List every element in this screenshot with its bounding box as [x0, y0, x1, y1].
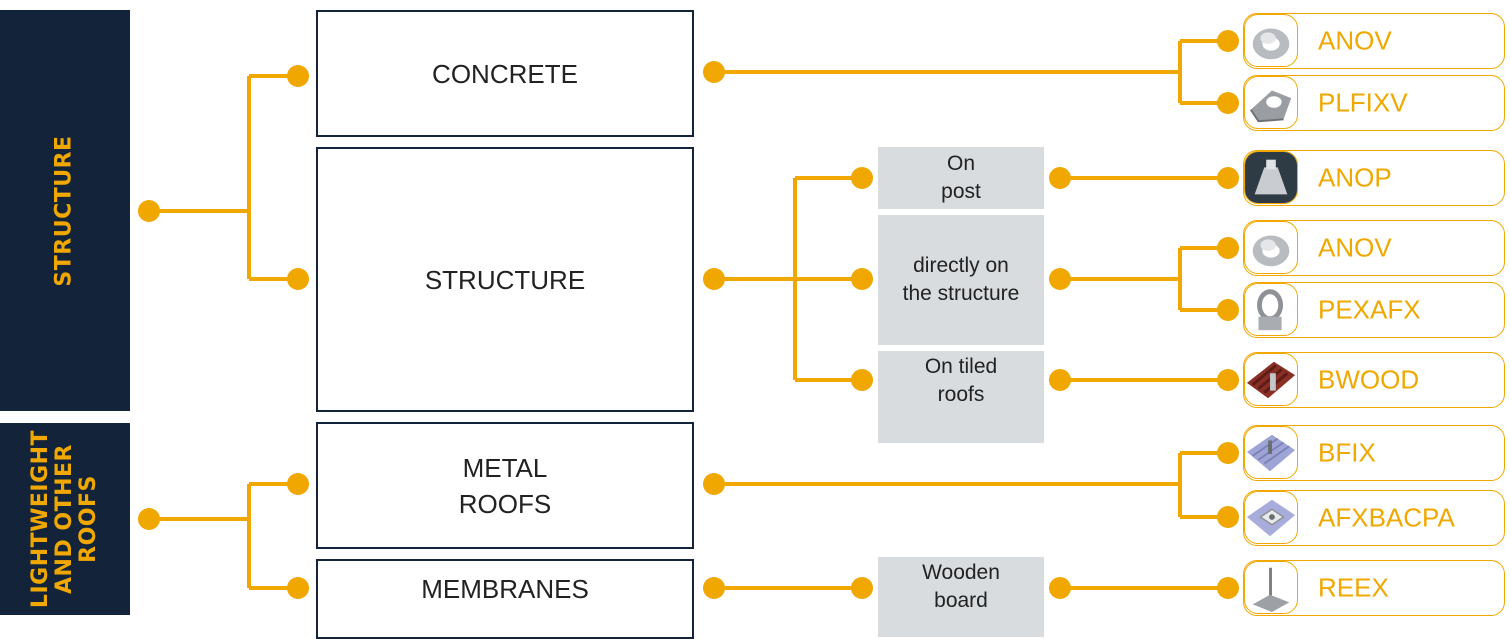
product-label: BFIX — [1318, 437, 1376, 468]
membrane-post-icon — [1244, 561, 1298, 614]
product-bfix[interactable]: BFIX — [1243, 425, 1505, 481]
product-label: ANOV — [1318, 232, 1392, 263]
product-label: AFXBACPA — [1318, 502, 1455, 533]
product-label: REEX — [1318, 572, 1389, 603]
method-tiled-roofs: On tiled roofs — [878, 351, 1044, 443]
method-on-post-label: On post — [941, 152, 981, 203]
connector-lines — [138, 30, 1239, 599]
product-anov[interactable]: ANOV — [1243, 13, 1505, 69]
product-label: PEXAFX — [1318, 294, 1421, 325]
section-structure: STRUCTURE — [0, 10, 130, 411]
method-direct: directly on the structure — [878, 215, 1044, 345]
category-membranes: MEMBRANES — [316, 559, 694, 639]
category-metal-roofs-label: METAL ROOFS — [458, 452, 552, 519]
category-structure-label: STRUCTURE — [424, 264, 586, 295]
product-reex[interactable]: REEX — [1243, 560, 1505, 616]
eye-anchor-icon — [1244, 283, 1298, 336]
product-bwood[interactable]: BWOOD — [1243, 352, 1505, 408]
post-anchor-icon — [1244, 151, 1298, 204]
section-lightweight-roofs: LIGHTWEIGHT AND OTHER ROOFS — [0, 423, 130, 615]
method-on-post: On post — [878, 147, 1044, 209]
method-wooden-label: Wooden board — [922, 561, 1000, 612]
product-label: BWOOD — [1318, 364, 1420, 395]
section-structure-label: STRUCTURE — [52, 134, 77, 287]
category-concrete-label: CONCRETE — [432, 58, 578, 89]
product-label: ANOP — [1318, 162, 1392, 193]
product-pexafx[interactable]: PEXAFX — [1243, 282, 1505, 338]
section-lightweight-label: LIGHTWEIGHT AND OTHER ROOFS — [28, 429, 102, 609]
product-label: ANOV — [1318, 25, 1392, 56]
product-anov[interactable]: ANOV — [1243, 220, 1505, 276]
category-concrete: CONCRETE — [316, 10, 694, 137]
method-tiled-label: On tiled roofs — [924, 355, 998, 406]
bracket-anchor-icon — [1244, 76, 1298, 129]
product-anop[interactable]: ANOP — [1243, 150, 1505, 206]
category-metal-roofs: METAL ROOFS — [316, 422, 694, 549]
ring-anchor-icon — [1244, 14, 1298, 67]
tile-anchor-icon — [1244, 353, 1298, 406]
ring-anchor-icon — [1244, 221, 1298, 274]
product-afxbacpa[interactable]: AFXBACPA — [1243, 490, 1505, 546]
method-wooden-board: Wooden board — [878, 557, 1044, 637]
product-plfixv[interactable]: PLFIXV — [1243, 75, 1505, 131]
category-structure: STRUCTURE — [316, 147, 694, 412]
product-label: PLFIXV — [1318, 87, 1408, 118]
plate-anchor-icon — [1244, 491, 1298, 544]
method-direct-label: directly on the structure — [902, 254, 1020, 305]
metal-roof-anchor-icon — [1244, 426, 1298, 479]
category-membranes-label: MEMBRANES — [421, 574, 589, 604]
